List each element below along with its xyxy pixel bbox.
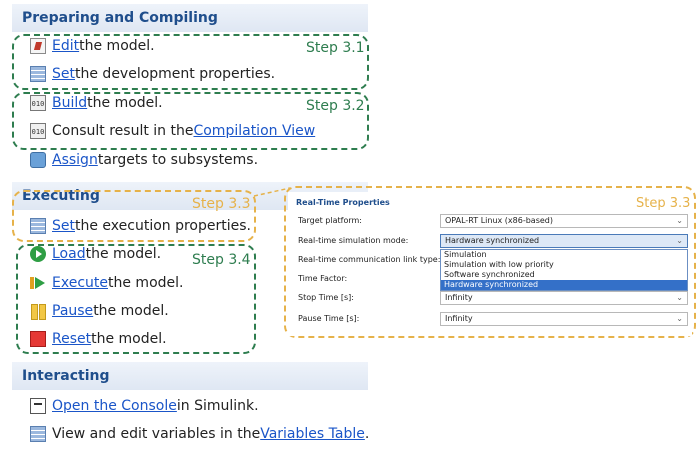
- build-link[interactable]: Build: [52, 95, 88, 111]
- pause-model-row: Pause the model.: [30, 303, 169, 320]
- chevron-down-icon: ⌄: [676, 216, 683, 225]
- reset-link[interactable]: Reset: [52, 331, 92, 347]
- set-exec-properties-row: Set the execution properties.: [30, 218, 251, 234]
- reset-text: the model.: [91, 331, 167, 347]
- pause-link[interactable]: Pause: [52, 303, 94, 319]
- execute-model-row: Execute the model.: [30, 275, 183, 291]
- load-icon[interactable]: [30, 246, 46, 262]
- section-header-interacting: Interacting: [12, 362, 368, 390]
- open-console-row: Open the Console in Simulink.: [30, 398, 259, 414]
- edit-text: the model.: [79, 38, 155, 54]
- dropdown-option[interactable]: Simulation with low priority: [444, 260, 554, 269]
- set-exec-text: the execution properties.: [75, 218, 251, 234]
- reset-icon[interactable]: [30, 331, 46, 347]
- pause-time-value: Infinity: [445, 314, 473, 323]
- time-factor-label: Time Factor:: [298, 274, 348, 283]
- pause-text: the model.: [93, 303, 169, 319]
- variables-table-link[interactable]: Variables Table: [260, 426, 365, 442]
- consult-text: Consult result in the: [52, 123, 194, 139]
- target-platform-label: Target platform:: [298, 216, 362, 225]
- properties-panel-frame: [284, 186, 696, 338]
- step-3-2-box: [12, 92, 369, 150]
- step-3-3-box: [12, 190, 256, 242]
- step-3-1-box: [12, 34, 369, 90]
- execute-link[interactable]: Execute: [52, 275, 108, 291]
- edit-model-row: Edit the model.: [30, 38, 155, 54]
- assign-targets-row: Assign targets to subsystems.: [30, 152, 258, 168]
- edit-icon[interactable]: [30, 38, 46, 54]
- dropdown-option[interactable]: Simulation: [444, 250, 487, 259]
- set-dev-text: the development properties.: [75, 66, 276, 82]
- real-time-properties-panel: Real-Time Properties Step 3.3 Target pla…: [288, 192, 692, 336]
- comm-link-label: Real-time communication link type:: [298, 255, 441, 264]
- variables-row: View and edit variables in the Variables…: [30, 426, 369, 442]
- console-text: in Simulink.: [176, 398, 259, 414]
- sim-mode-label: Real-time simulation mode:: [298, 236, 409, 245]
- load-link[interactable]: Load: [52, 246, 86, 262]
- assign-icon[interactable]: [30, 152, 46, 168]
- sim-mode-select[interactable]: Hardware synchronized ⌄: [440, 234, 688, 248]
- variables-suffix: .: [364, 426, 370, 442]
- pause-icon[interactable]: [30, 303, 46, 320]
- sim-mode-dropdown[interactable]: Simulation Simulation with low priority …: [440, 249, 688, 291]
- dropdown-option[interactable]: Software synchronized: [444, 270, 535, 279]
- panel-title: Real-Time Properties: [296, 198, 390, 207]
- panel-step-label: Step 3.3: [636, 196, 691, 211]
- stop-time-value: Infinity: [445, 293, 473, 302]
- assign-link[interactable]: Assign: [52, 152, 98, 168]
- step-3-1-label: Step 3.1: [306, 40, 365, 56]
- reset-model-row: Reset the model.: [30, 331, 167, 347]
- load-model-row: Load the model.: [30, 246, 161, 262]
- load-text: the model.: [85, 246, 162, 262]
- build-icon[interactable]: 010: [30, 95, 46, 111]
- sim-mode-value: Hardware synchronized: [445, 236, 540, 245]
- chevron-down-icon: ⌄: [676, 314, 683, 323]
- build-model-row: 010 Build the model.: [30, 95, 163, 111]
- table-icon[interactable]: [30, 218, 46, 234]
- stop-time-input[interactable]: Infinity ⌄: [440, 291, 688, 305]
- assign-text: targets to subsystems.: [97, 152, 259, 168]
- pause-time-label: Pause Time [s]:: [298, 314, 360, 323]
- step-3-2-label: Step 3.2: [306, 98, 365, 114]
- target-platform-select[interactable]: OPAL-RT Linux (x86-based) ⌄: [440, 214, 688, 228]
- set-dev-link[interactable]: Set: [52, 66, 75, 82]
- set-exec-link[interactable]: Set: [52, 218, 75, 234]
- step-3-4-box: [16, 244, 256, 354]
- step-3-4-label: Step 3.4: [192, 252, 251, 268]
- execute-text: the model.: [108, 275, 184, 291]
- edit-link[interactable]: Edit: [52, 38, 80, 54]
- target-platform-value: OPAL-RT Linux (x86-based): [445, 216, 553, 225]
- dropdown-option-selected[interactable]: Hardware synchronized: [441, 280, 687, 290]
- execute-icon[interactable]: [30, 275, 46, 291]
- section-header-preparing: Preparing and Compiling: [12, 4, 368, 32]
- console-icon[interactable]: [30, 398, 46, 414]
- open-console-link[interactable]: Open the Console: [52, 398, 177, 414]
- connector-lines: [253, 187, 291, 226]
- chevron-down-icon: ⌄: [676, 293, 683, 302]
- stop-time-label: Stop Time [s]:: [298, 293, 354, 302]
- set-dev-properties-row: Set the development properties.: [30, 66, 275, 82]
- variables-text: View and edit variables in the: [52, 426, 261, 442]
- chevron-down-icon: ⌄: [676, 236, 683, 245]
- pause-time-input[interactable]: Infinity ⌄: [440, 312, 688, 326]
- compilation-icon: 010: [30, 123, 46, 139]
- table-icon: [30, 426, 46, 442]
- consult-result-row: 010 Consult result in the Compilation Vi…: [30, 123, 315, 139]
- table-icon[interactable]: [30, 66, 46, 82]
- compilation-view-link[interactable]: Compilation View: [193, 123, 316, 139]
- step-3-3-label: Step 3.3: [192, 196, 251, 212]
- build-text: the model.: [87, 95, 163, 111]
